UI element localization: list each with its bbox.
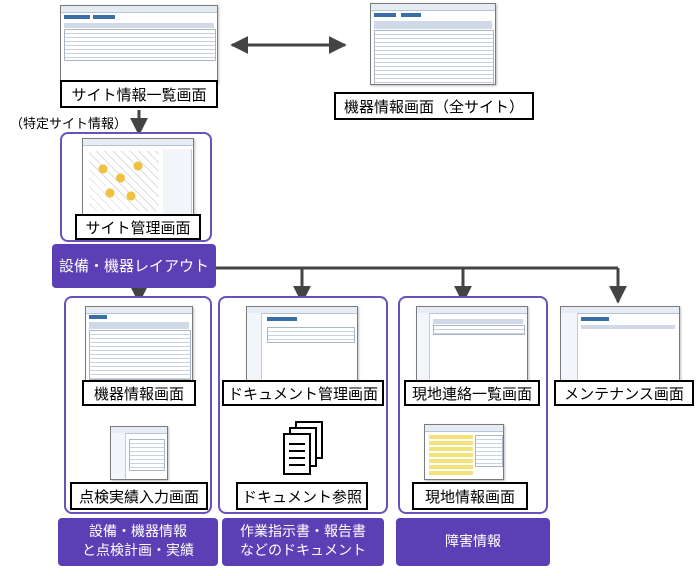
documents-line1: 作業指示書・報告書	[240, 524, 366, 541]
device-info-label: 機器情報画面	[82, 380, 196, 406]
field-list-label: 現地連絡一覧画面	[404, 380, 540, 406]
device-all-label: 機器情報画面（全サイト）	[334, 92, 534, 120]
field-info-screenshot	[424, 424, 504, 480]
maintenance-screenshot	[560, 306, 680, 382]
maintenance-label: メンテナンス画面	[554, 380, 694, 406]
doc-mgmt-label: ドキュメント管理画面	[222, 380, 384, 406]
site-list-screenshot	[60, 5, 218, 83]
failure-box: 障害情報	[396, 518, 550, 566]
documents-line2: などのドキュメント	[240, 543, 366, 559]
equipment-line1: 設備・機器情報	[89, 524, 187, 541]
layout-box: 設備・機器レイアウト	[52, 244, 216, 288]
doc-ref-label: ドキュメント参照	[236, 482, 368, 510]
site-list-label: サイト情報一覧画面	[60, 80, 218, 108]
field-list-screenshot	[416, 306, 528, 382]
inspection-label: 点検実績入力画面	[70, 482, 208, 510]
documents-box: 作業指示書・報告書 などのドキュメント	[222, 518, 384, 566]
doc-mgmt-screenshot	[246, 306, 358, 382]
device-info-screenshot	[85, 306, 193, 382]
equipment-box: 設備・機器情報 と点検計画・実績	[58, 518, 218, 566]
document-stack-icon	[283, 421, 323, 475]
equipment-line2: と点検計画・実績	[82, 543, 194, 559]
site-mgmt-label: サイト管理画面	[75, 214, 201, 240]
field-info-label: 現地情報画面	[412, 482, 528, 510]
inspection-screenshot	[110, 426, 168, 480]
specific-site-caption: （特定サイト情報）	[10, 117, 128, 132]
device-all-screenshot	[370, 3, 496, 85]
site-mgmt-screenshot	[82, 138, 194, 218]
